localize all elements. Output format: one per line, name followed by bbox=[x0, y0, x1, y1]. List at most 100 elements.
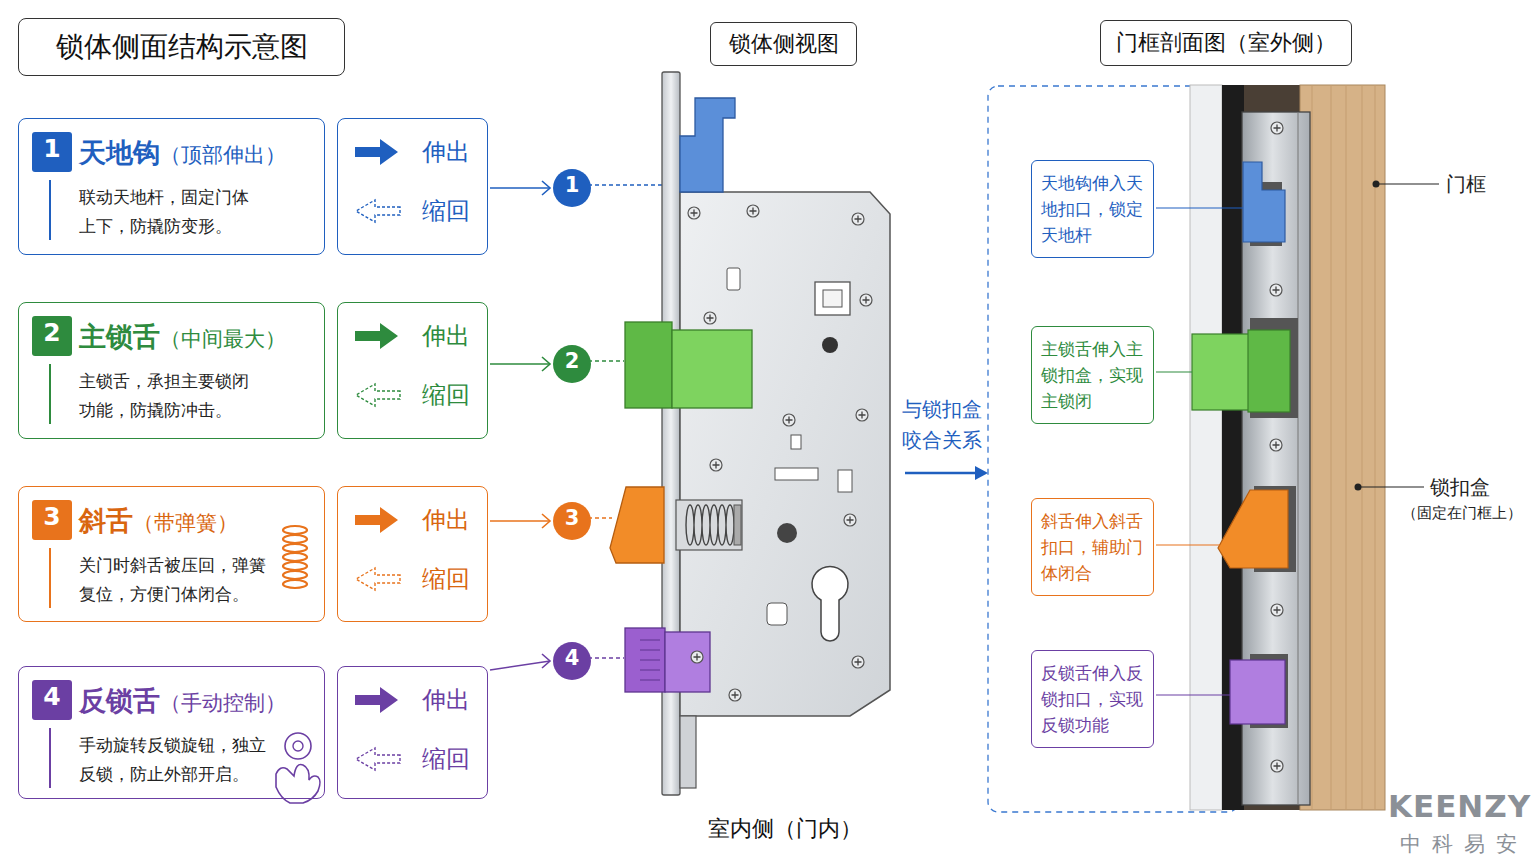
component-note: （中间最大） bbox=[160, 319, 286, 359]
extend-arrow bbox=[355, 687, 398, 713]
pointer-line bbox=[588, 360, 624, 361]
component-description: 手动旋转反锁旋钮，独立反锁，防止外部开启。 bbox=[79, 731, 269, 789]
action-retract: 缩回 bbox=[422, 742, 470, 776]
action-box: 伸出缩回 bbox=[337, 486, 488, 622]
part-label: 锁扣盒 bbox=[1430, 474, 1490, 500]
connector-line bbox=[490, 363, 550, 365]
connector-arrow bbox=[490, 357, 550, 371]
retract-arrow bbox=[356, 384, 400, 406]
bottom-rod bbox=[680, 716, 696, 788]
component-note: （带弹簧） bbox=[133, 503, 238, 543]
engagement-text: 反锁舌伸入反锁扣口，实现反锁功能 bbox=[1041, 660, 1144, 738]
accent-bar bbox=[49, 548, 51, 608]
lock-case bbox=[680, 192, 890, 716]
callout-digit: 1 bbox=[553, 169, 591, 201]
spring-icon bbox=[283, 526, 307, 588]
pointer-line bbox=[588, 657, 624, 658]
view-label: 锁体侧视图 bbox=[729, 29, 839, 59]
deadbolt bbox=[625, 628, 665, 692]
component-name: 反锁舌 bbox=[79, 681, 160, 721]
arrow-head bbox=[542, 181, 550, 195]
action-extend: 伸出 bbox=[422, 683, 470, 717]
side-label: 室内侧（门内） bbox=[708, 814, 862, 844]
badge-number: 2 bbox=[32, 316, 72, 350]
badge-number: 3 bbox=[32, 500, 72, 534]
strike-edge bbox=[1298, 112, 1299, 805]
action-box: 伸出缩回 bbox=[337, 118, 488, 255]
card-heading: 主锁舌（中间最大） bbox=[79, 317, 286, 357]
callout-number: 4 bbox=[553, 642, 591, 680]
door-frame-wood bbox=[1300, 85, 1385, 810]
screw bbox=[729, 689, 741, 701]
main-bolt bbox=[1192, 334, 1250, 410]
spring bbox=[686, 505, 734, 545]
action-retract: 缩回 bbox=[422, 194, 470, 228]
screw bbox=[1270, 284, 1282, 296]
screw bbox=[691, 651, 703, 663]
screw bbox=[688, 207, 700, 219]
extend-arrow bbox=[355, 323, 398, 349]
slot bbox=[727, 268, 740, 290]
brand-name: 中科易安 bbox=[1400, 830, 1528, 858]
latch-bolt bbox=[1218, 490, 1288, 568]
engagement-note: 斜舌伸入斜舌扣口，辅助门体闭合 bbox=[1031, 498, 1154, 596]
frame-edge bbox=[1190, 85, 1222, 810]
component-note: （顶部伸出） bbox=[160, 135, 286, 175]
card-heading: 天地钩（顶部伸出） bbox=[79, 133, 286, 173]
action-extend: 伸出 bbox=[422, 319, 470, 353]
slot bbox=[838, 470, 852, 492]
number-badge: 1 bbox=[32, 132, 72, 172]
main-bolt bbox=[1248, 330, 1290, 412]
view-label-box: 门框剖面图（室外侧） bbox=[1100, 20, 1352, 66]
relation-arrow bbox=[905, 472, 976, 475]
screw bbox=[783, 414, 795, 426]
arrow-head bbox=[542, 514, 550, 528]
screw bbox=[856, 409, 868, 421]
hole bbox=[777, 523, 797, 543]
knob-icon bbox=[293, 741, 303, 751]
card-heading: 反锁舌（手动控制） bbox=[79, 681, 286, 721]
top-hook bbox=[1243, 162, 1285, 242]
brand-logo: KEENZY bbox=[1388, 788, 1531, 824]
screw bbox=[852, 656, 864, 668]
slot bbox=[775, 468, 818, 480]
screw bbox=[844, 514, 856, 526]
leader-line bbox=[1156, 544, 1220, 545]
leader-line bbox=[1376, 183, 1439, 184]
leader-line bbox=[1156, 207, 1243, 208]
component-description: 联动天地杆，固定门体上下，防撬防变形。 bbox=[79, 183, 252, 241]
callout-digit: 3 bbox=[553, 502, 591, 534]
component-note: （手动控制） bbox=[160, 683, 286, 723]
callout-digit: 4 bbox=[553, 642, 591, 674]
number-badge: 2 bbox=[32, 316, 72, 356]
component-name: 主锁舌 bbox=[79, 317, 160, 357]
accent-bar bbox=[49, 180, 51, 240]
connector-line bbox=[490, 661, 550, 670]
engagement-text: 斜舌伸入斜舌扣口，辅助门体闭合 bbox=[1041, 508, 1144, 586]
screw bbox=[860, 294, 872, 306]
component-description: 主锁舌，承担主要锁闭功能，防撬防冲击。 bbox=[79, 367, 252, 425]
part-note: （固定在门框上） bbox=[1402, 502, 1522, 524]
connector-arrow bbox=[490, 181, 550, 195]
screw bbox=[852, 213, 864, 225]
number-badge: 4 bbox=[32, 680, 72, 720]
spindle-hole bbox=[815, 282, 850, 315]
action-retract: 缩回 bbox=[422, 378, 470, 412]
pointer-line bbox=[588, 517, 612, 518]
component-card: 反锁舌（手动控制） 手动旋转反锁旋钮，独立反锁，防止外部开启。4 bbox=[18, 666, 325, 799]
component-name: 斜舌 bbox=[79, 501, 133, 541]
view-label-box: 锁体侧视图 bbox=[710, 22, 857, 66]
spring-stop bbox=[734, 505, 741, 545]
screw bbox=[1271, 604, 1283, 616]
callout-number: 1 bbox=[553, 169, 591, 207]
component-description: 关门时斜舌被压回，弹簧复位，方便门体闭合。 bbox=[79, 551, 269, 609]
title-box: 锁体侧面结构示意图 bbox=[18, 18, 345, 76]
component-card: 主锁舌（中间最大） 主锁舌，承担主要锁闭功能，防撬防冲击。2 bbox=[18, 302, 325, 439]
engagement-note: 主锁舌伸入主锁扣盒，实现主锁闭 bbox=[1031, 326, 1154, 424]
screw bbox=[1270, 439, 1282, 451]
relation-label: 与锁扣盒咬合关系 bbox=[902, 394, 986, 456]
engagement-text: 主锁舌伸入主锁扣盒，实现主锁闭 bbox=[1041, 336, 1144, 414]
deadbolt-ridges bbox=[640, 640, 660, 680]
action-box: 伸出缩回 bbox=[337, 302, 488, 439]
accent-bar bbox=[49, 728, 51, 788]
